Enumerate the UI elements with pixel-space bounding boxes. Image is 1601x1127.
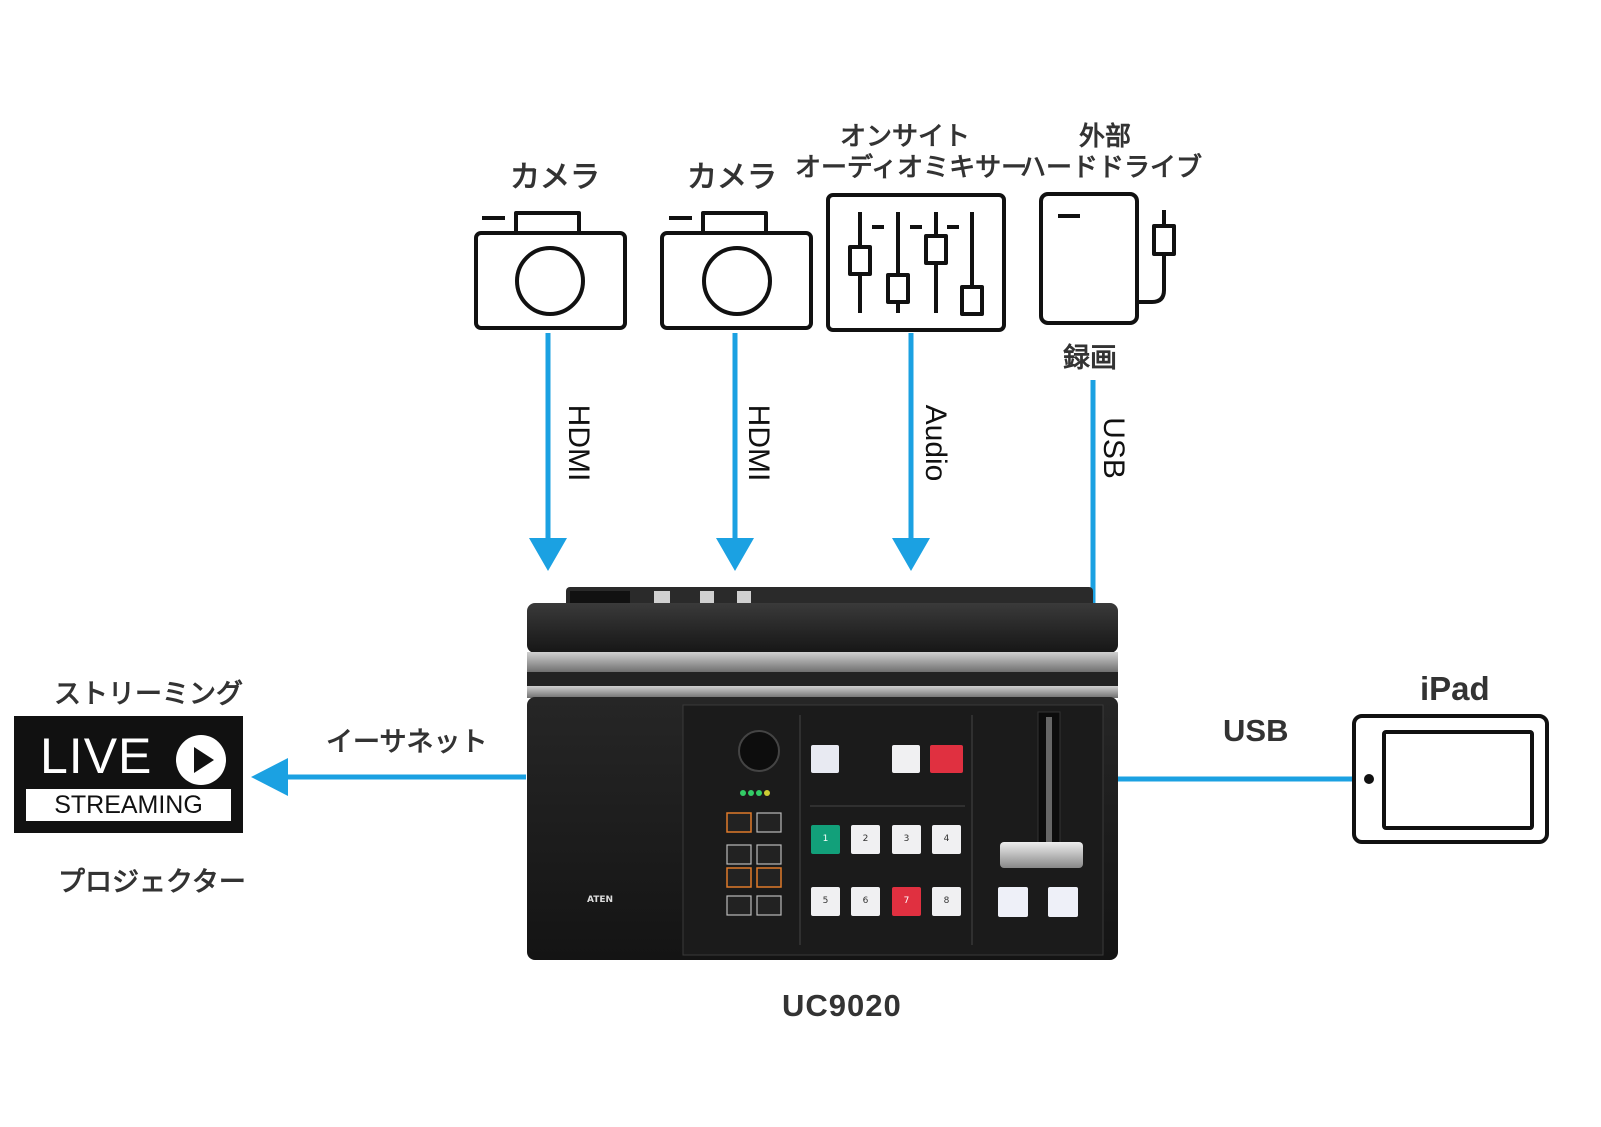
- live-badge-text: LIVE: [40, 728, 153, 784]
- hard-drive-label: 外部 ハードドライブ: [1020, 122, 1203, 184]
- arrow-ethernet: [251, 758, 526, 796]
- camera-1-label: カメラ: [510, 160, 600, 195]
- streaming-title: ストリーミング: [54, 679, 243, 710]
- source-button-label: 4: [943, 834, 950, 844]
- arrow-hdmi-2: [716, 333, 754, 571]
- device-name-label: UC9020: [782, 988, 902, 1023]
- ipad-icon: [1352, 714, 1549, 844]
- streaming-bar: STREAMING: [26, 789, 231, 821]
- source-button-label: 2: [862, 834, 869, 844]
- camera-icon: [474, 211, 627, 330]
- recording-label: 録画: [1063, 343, 1117, 374]
- external-hard-drive-icon: [1039, 192, 1176, 325]
- camera-icon: [660, 211, 813, 330]
- interface-label-hdmi-2: HDMI: [742, 404, 775, 482]
- projector-caption: プロジェクター: [58, 867, 246, 898]
- audio-mixer-label-line2: オーディオミキサー: [795, 153, 1028, 183]
- ipad-title: iPad: [1420, 670, 1490, 707]
- source-button-label: 3: [903, 834, 910, 844]
- play-icon: [176, 735, 226, 785]
- ethernet-label: イーサネット: [326, 727, 488, 758]
- hard-drive-label-line1: 外部: [1078, 122, 1131, 152]
- interface-label-hdmi-1: HDMI: [562, 404, 595, 482]
- source-button-label: 7: [903, 896, 910, 906]
- source-button-label: 5: [822, 896, 829, 906]
- source-button-label: 6: [862, 896, 869, 906]
- interface-label-audio: Audio: [919, 404, 952, 482]
- usb-ipad-label: USB: [1223, 713, 1289, 748]
- uc9020-device: [527, 587, 1118, 960]
- audio-mixer-label: オンサイト オーディオミキサー: [795, 122, 1028, 184]
- device-brand-logo: ATEN: [587, 895, 614, 905]
- source-button-label: 1: [822, 834, 829, 844]
- camera-2-label: カメラ: [687, 160, 777, 195]
- source-button-label: 8: [943, 896, 950, 906]
- audio-mixer-icon: [826, 193, 1006, 332]
- streaming-badge-text: STREAMING: [54, 791, 203, 819]
- audio-mixer-label-line1: オンサイト: [839, 122, 970, 152]
- arrow-audio: [892, 333, 930, 571]
- live-streaming-badge: LIVE STREAMING: [14, 716, 243, 833]
- arrow-hdmi-1: [529, 333, 567, 571]
- hard-drive-label-line2: ハードドライブ: [1020, 153, 1203, 183]
- interface-label-usb-drive: USB: [1097, 417, 1130, 479]
